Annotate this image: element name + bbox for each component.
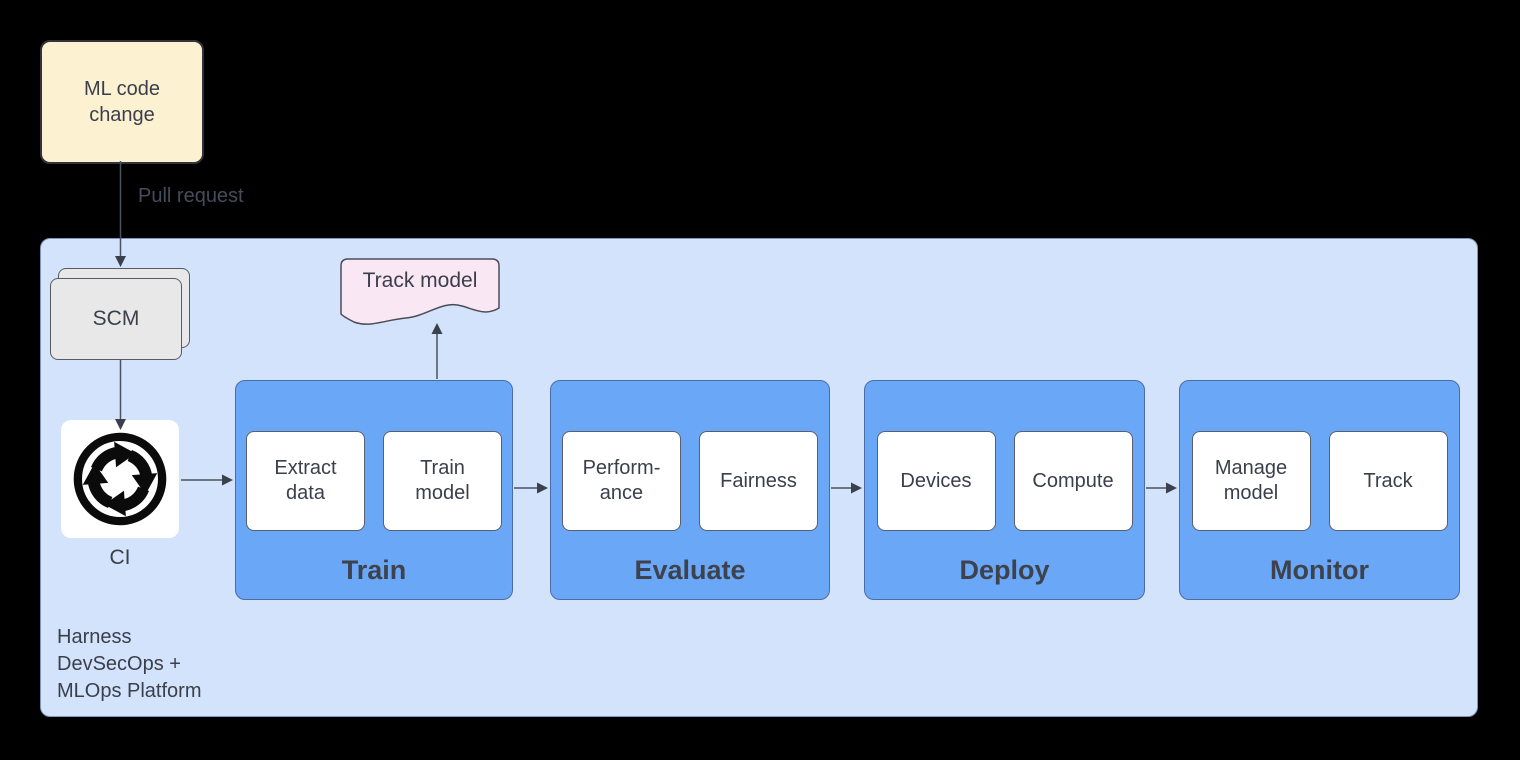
stage-item-label: Fairness (720, 469, 797, 492)
track-model-label: Track model (362, 269, 478, 292)
stage-train: Extract data Train model Train (235, 380, 513, 600)
pull-request-edge-label: Pull request (138, 185, 244, 207)
ci-cycle-arrows-icon (73, 432, 167, 526)
stage-evaluate: Perform- ance Fairness Evaluate (550, 380, 830, 600)
stage-deploy: Devices Compute Deploy (864, 380, 1145, 600)
stage-evaluate-items: Perform- ance Fairness (551, 431, 829, 531)
stage-item-fairness: Fairness (699, 431, 818, 531)
stage-item-label: Perform- ance (582, 457, 661, 504)
stage-item-performance: Perform- ance (562, 431, 681, 531)
scm-label: SCM (92, 307, 140, 330)
stage-item-train-model: Train model (383, 431, 502, 531)
stage-item-track: Track (1328, 431, 1448, 531)
scm-node: SCM (50, 278, 182, 360)
stage-train-items: Extract data Train model (236, 431, 512, 531)
stage-monitor: Manage model Track Monitor (1179, 380, 1460, 600)
stage-item-label: Extract data (274, 457, 337, 504)
stage-item-label: Compute (1032, 469, 1114, 492)
ml-code-change-node: ML code change (40, 40, 204, 164)
stage-title-monitor: Monitor (1270, 555, 1369, 585)
stage-monitor-items: Manage model Track (1180, 431, 1459, 531)
stage-item-manage-model: Manage model (1191, 431, 1311, 531)
document-shape (340, 258, 500, 325)
ml-code-change-label: ML code change (84, 78, 160, 126)
ci-node (61, 420, 179, 538)
stage-item-compute: Compute (1013, 431, 1133, 531)
stage-item-extract-data: Extract data (246, 431, 365, 531)
stage-title-train: Train (341, 555, 407, 585)
stage-item-devices: Devices (876, 431, 996, 531)
stage-deploy-items: Devices Compute (865, 431, 1144, 531)
stage-item-label: Train model (415, 457, 470, 504)
stage-title-evaluate: Evaluate (634, 555, 746, 585)
stage-title-deploy: Deploy (959, 555, 1050, 585)
track-model-node: Track model (340, 258, 500, 330)
ci-label: CI (109, 546, 131, 569)
stage-item-label: Track (1363, 469, 1413, 492)
stage-item-label: Devices (900, 469, 972, 492)
platform-label: Harness DevSecOps + MLOps Platform (57, 626, 202, 702)
stage-item-label: Manage model (1214, 457, 1288, 504)
